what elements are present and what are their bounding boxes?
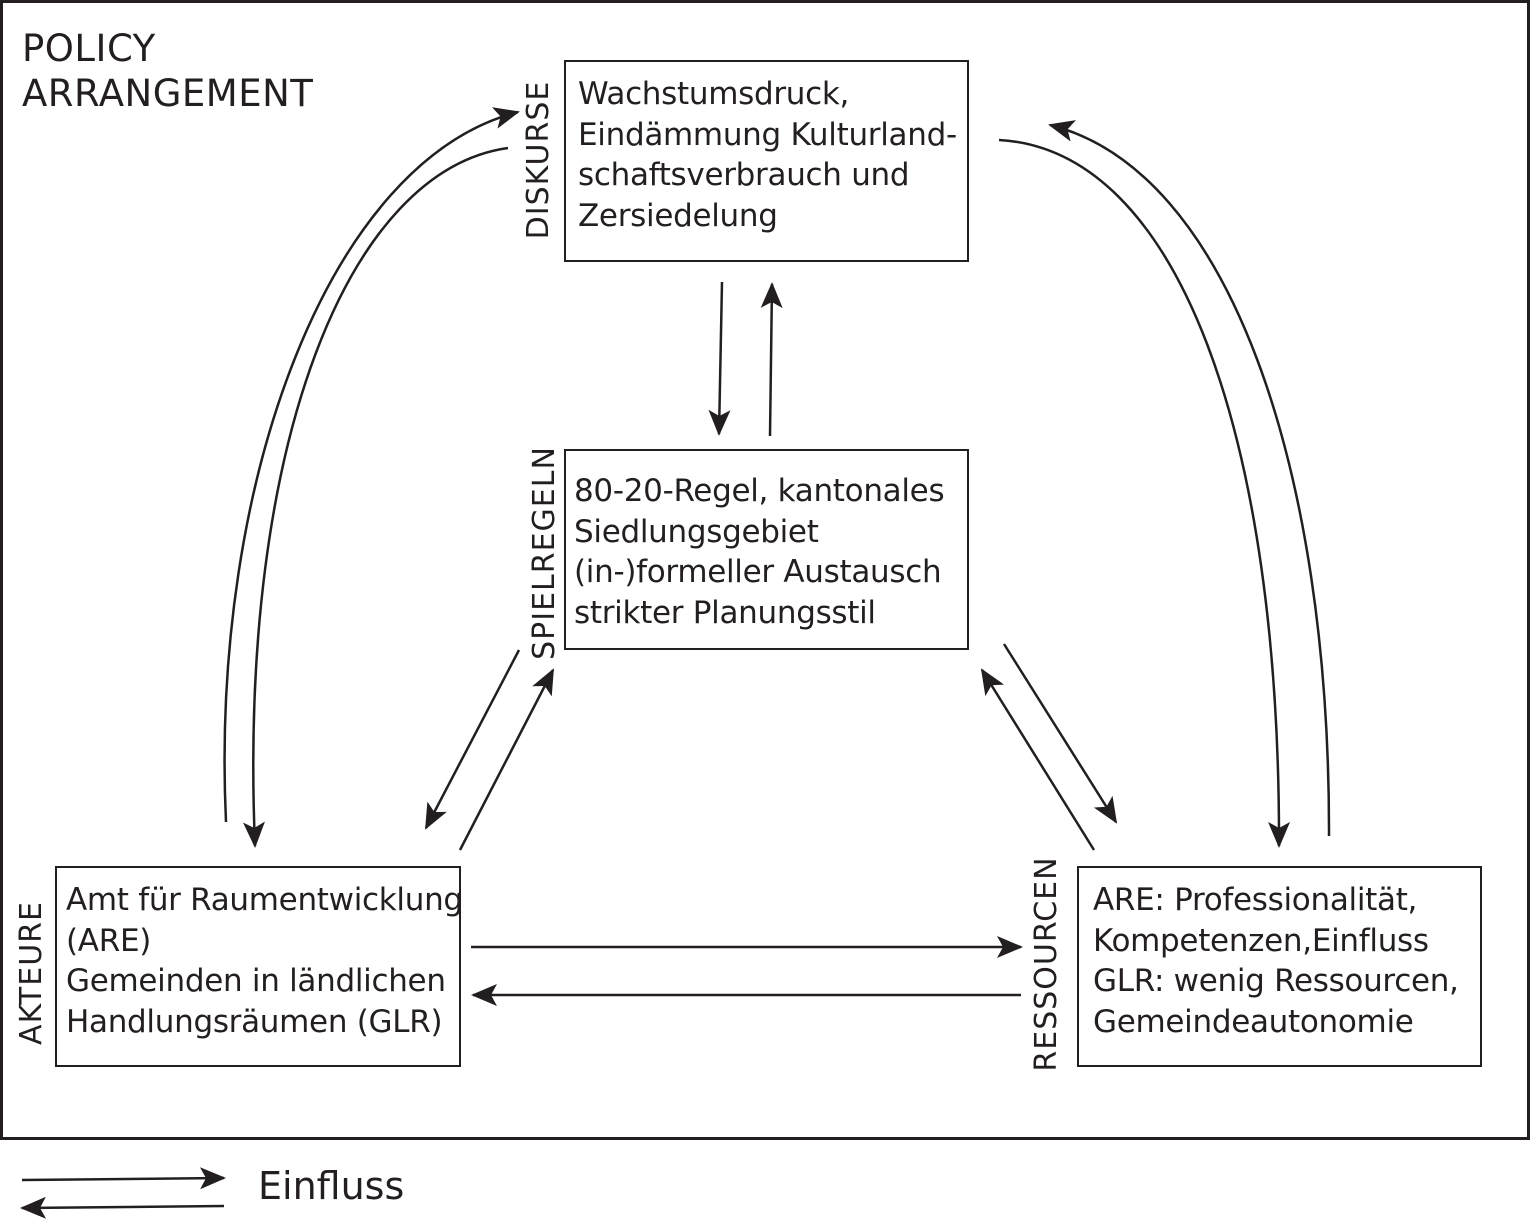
- diskurse-line-4: Zersiedelung: [578, 197, 778, 234]
- frame-title: POLICY ARRANGEMENT: [22, 26, 313, 116]
- frame-title-line2: ARRANGEMENT: [22, 72, 314, 115]
- akteure-label: AKTEURE: [14, 901, 49, 1045]
- arrow-diskurse-to-ressourcen: [998, 138, 1291, 848]
- spielregeln-line-1: 80-20-Regel, kantonales: [574, 473, 945, 509]
- spielregeln-label: SPIELREGELN: [527, 446, 562, 660]
- spielregeln-line-3: (in-)formeller Austausch: [574, 554, 942, 590]
- diskurse-text: Wachstumsdruck, Eindämmung Kulturland- s…: [578, 74, 961, 236]
- diskurse-line-3: schaftsverbrauch und: [578, 157, 910, 193]
- spielregeln-text: 80-20-Regel, kantonales Siedlungsgebiet …: [574, 471, 961, 633]
- arrow-spielregeln-to-akteure: [424, 649, 521, 830]
- spielregeln-line-2: Siedlungsgebiet: [574, 513, 819, 550]
- ressourcen-box: ARE: Professionalität, Kompetenzen,Einfl…: [1077, 866, 1482, 1067]
- diskurse-box: Wachstumsdruck, Eindämmung Kulturland- s…: [564, 60, 969, 262]
- policy-arrangement-frame: [0, 0, 1530, 1140]
- arrow-ressourcen-to-spielregeln: [980, 668, 1096, 851]
- diskurse-line-1: Wachstumsdruck,: [578, 76, 850, 112]
- diskurse-label: DISKURSE: [521, 80, 556, 240]
- arrow-spielregeln-to-diskurse: [760, 282, 783, 437]
- akteure-text: Amt für Raumentwicklung (ARE) Gemeinden …: [66, 880, 463, 1042]
- arrow-akteure-to-spielregeln: [458, 668, 555, 851]
- akteure-line-3: Gemeinden in ländlichen: [66, 963, 446, 999]
- spielregeln-box: 80-20-Regel, kantonales Siedlungsgebiet …: [564, 449, 969, 650]
- legend-arrow-left: [20, 1196, 225, 1219]
- ressourcen-text: ARE: Professionalität, Kompetenzen,Einfl…: [1093, 880, 1474, 1042]
- arrow-diskurse-to-akteure: [243, 146, 509, 848]
- ressourcen-line-1: ARE: Professionalität,: [1093, 882, 1418, 918]
- arrow-ressourcen-to-diskurse: [1048, 120, 1331, 837]
- ressourcen-label: RESSOURCEN: [1029, 856, 1064, 1072]
- arrow-akteure-to-diskurse: [223, 107, 520, 823]
- ressourcen-line-4: Gemeindeautonomie: [1093, 1003, 1414, 1040]
- ressourcen-line-2: Kompetenzen,Einfluss: [1093, 922, 1429, 959]
- legend-arrow-right: [21, 1167, 226, 1190]
- diskurse-line-2: Eindämmung Kulturland-: [578, 116, 957, 153]
- frame-title-line1: POLICY: [22, 27, 156, 70]
- arrow-spielregeln-to-ressourcen: [1002, 643, 1118, 824]
- arrow-diskurse-to-spielregeln: [708, 281, 731, 436]
- ressourcen-line-3: GLR: wenig Ressourcen,: [1093, 963, 1459, 999]
- akteure-box: Amt für Raumentwicklung (ARE) Gemeinden …: [55, 866, 463, 1067]
- akteure-line-4: Handlungsräumen (GLR): [66, 1003, 443, 1040]
- akteure-line-2: (ARE): [66, 922, 152, 959]
- spielregeln-line-4: strikter Planungsstil: [574, 594, 876, 631]
- akteure-line-1: Amt für Raumentwicklung: [66, 882, 463, 918]
- legend-label: Einfluss: [258, 1164, 405, 1208]
